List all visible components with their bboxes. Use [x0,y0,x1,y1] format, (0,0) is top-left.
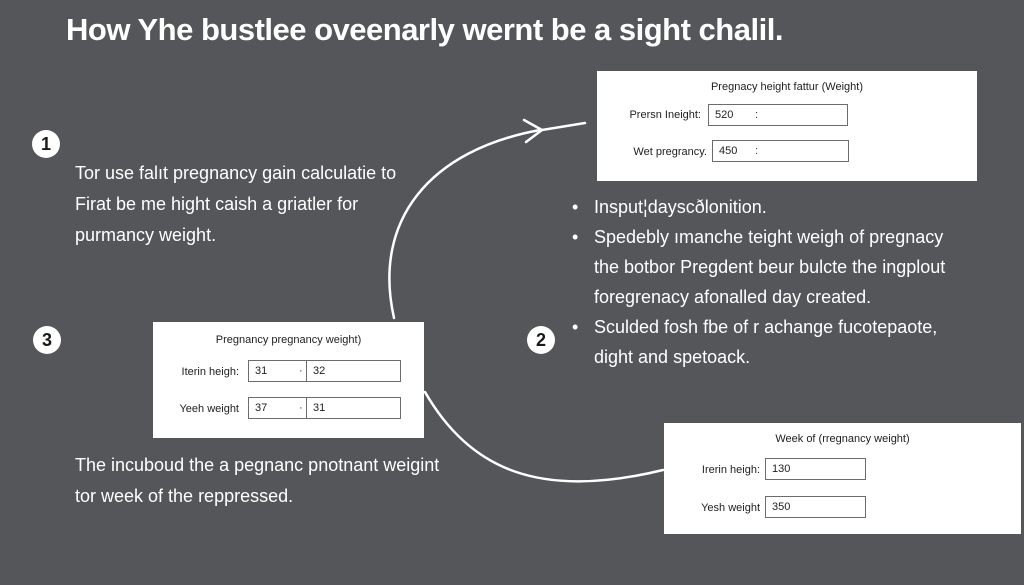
left-bottom-paragraph: The incuboud the a pegnanc pnotnant weig… [75,450,439,512]
arrow-line-top-card [540,121,587,132]
height-input[interactable]: 31 · 32 [248,360,401,382]
step-badge-3: 3 [33,326,61,354]
field-value: 37 [255,402,268,414]
height-input[interactable]: 520 : [708,104,848,126]
calculator-card-bottom: Week of (rregnancy weight) Irerin heigh:… [664,423,1021,534]
card-title: Week of (rregnancy weight) [775,433,910,445]
field-divider [306,361,307,381]
field-separator: : [755,109,759,121]
height-input[interactable]: 130 [765,458,866,480]
field-separator: : [755,145,759,157]
field-separator: · [299,365,303,377]
bullet-item: • Insput¦dayscðlonition. [572,192,945,222]
step-badge-2: 2 [527,326,555,354]
arrow-curve-to-bottom-card [423,390,665,483]
bullet-item: • Sculded fosh fbe of r achange fucotepa… [572,312,945,372]
field-label: Irerin heigh: [701,464,760,476]
bullet-dot-icon: • [572,227,579,247]
field-value: 130 [772,463,791,475]
arrow-head-top [522,118,544,144]
paragraph-line: tor week of the reppressed. [75,486,294,506]
bullet-line: dight and spetoack. [594,347,751,367]
calculator-card-middle: Pregnancy pregnancy weight) Iterin heigh… [153,322,424,438]
bullet-list: • Insput¦dayscðlonition. • Spedebly ıman… [572,192,945,372]
field-label: Yesh weight [701,502,760,514]
bullet-dot-icon: • [572,317,579,337]
arrow-curve-to-top-card [388,128,542,320]
bullet-line: Sculded fosh fbe of r achange fucotepaot… [594,317,938,337]
page-title: How Yhe bustlee oveenarly wernt be a sig… [66,12,783,47]
card-title: Pregnancy pregnancy weight) [215,334,362,346]
weight-input[interactable]: 450 : [712,140,849,162]
paragraph-line: Firat be me hight caish a griatler for [75,194,359,214]
bullet-line: Insput¦dayscðlonition. [594,197,767,217]
field-value: 520 [715,109,734,121]
paragraph-line: Tor use falıt pregnancy gain calculatie … [75,163,397,183]
left-top-paragraph: Tor use falıt pregnancy gain calculatie … [75,158,396,251]
field-label: Wet pregrancy. [633,146,707,158]
field-value-secondary: 32 [313,365,326,377]
calculator-card-top: Pregnacy height fattur (Weight) Prersn I… [597,71,977,181]
bullet-dot-icon: • [572,197,579,217]
bullet-line: Spedebly ımanche teight weigh of pregnac… [594,227,944,247]
field-value: 450 [719,145,738,157]
field-label: Yeeh weight [179,403,239,415]
bullet-item: • Spedebly ımanche teight weigh of pregn… [572,222,945,312]
field-value: 350 [772,501,791,513]
weight-input[interactable]: 350 [765,496,866,518]
field-value-secondary: 31 [313,402,326,414]
field-value: 31 [255,365,268,377]
step-badge-1: 1 [32,130,60,158]
bullet-line: the botbor Pregdent beur bulcte the ingp… [594,257,946,277]
paragraph-line: purmancy weight. [75,225,217,245]
field-label: Iterin heigh: [181,366,239,378]
card-title: Pregnacy height fattur (Weight) [710,81,864,93]
field-label: Prersn Ineight: [629,109,701,121]
weight-input[interactable]: 37 · 31 [248,397,401,419]
field-divider [306,398,307,418]
field-separator: · [299,402,303,414]
paragraph-line: The incuboud the a pegnanc pnotnant weig… [75,455,440,475]
bullet-line: foregrenacy afonalled day created. [594,287,872,307]
